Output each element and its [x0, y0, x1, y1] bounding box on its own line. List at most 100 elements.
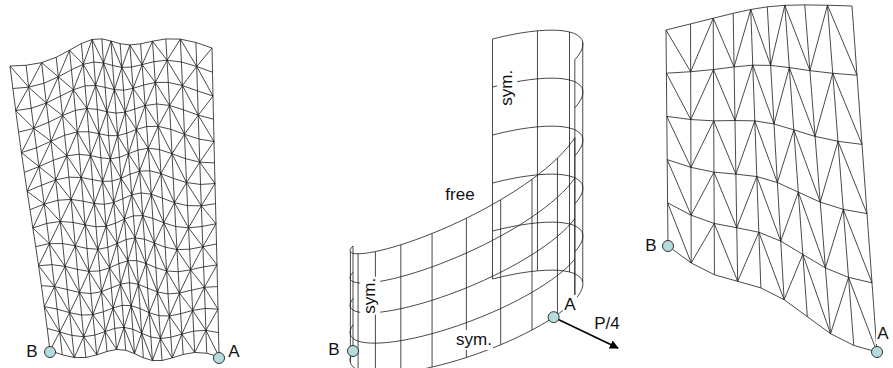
mesh-line: [771, 5, 785, 65]
node-point: [663, 241, 674, 252]
mesh-line: [114, 178, 121, 202]
mesh-line: [172, 154, 187, 183]
mesh-line: [44, 180, 55, 204]
mesh-line: [184, 115, 198, 134]
mesh-line: [113, 284, 120, 308]
mesh-line: [140, 171, 152, 194]
mesh-line: [98, 226, 106, 249]
mesh-line: [849, 277, 877, 352]
mesh-line: [180, 39, 196, 66]
mesh-line: [668, 203, 872, 283]
mesh-line: [29, 63, 42, 88]
mesh-line: [736, 121, 755, 174]
mesh-line: [201, 184, 215, 206]
mesh-line: [101, 268, 109, 292]
mesh-line: [204, 287, 218, 309]
mesh-line: [691, 70, 714, 120]
mesh-line: [781, 192, 799, 241]
mesh-line: [149, 292, 157, 313]
mesh-line: [46, 103, 62, 115]
mesh-line: [169, 293, 179, 316]
mesh-line: [148, 126, 158, 148]
mesh-line: [164, 203, 175, 223]
mesh-line: [110, 136, 117, 159]
mesh-line: [113, 308, 124, 327]
mesh-line: [155, 82, 169, 105]
mesh-line: [158, 105, 169, 126]
mesh-line: [734, 9, 751, 66]
mesh-line: [174, 203, 188, 228]
mesh-line: [74, 337, 83, 358]
mesh-line: [70, 313, 84, 337]
mesh-line: [140, 148, 149, 171]
mesh-line: [713, 70, 735, 121]
mesh-line: [98, 249, 110, 268]
mesh-line: [55, 266, 65, 286]
mesh-line: [71, 199, 85, 224]
mesh-line: [55, 287, 70, 313]
mesh-line: [60, 332, 75, 358]
boundary-label: free: [444, 185, 475, 205]
mesh-line: [138, 284, 149, 312]
mesh-line: [65, 246, 75, 267]
mesh-line: [142, 41, 152, 64]
mesh-line: [125, 88, 133, 112]
mesh-line: [79, 293, 92, 315]
node-points: [45, 241, 883, 364]
mesh-line: [667, 116, 691, 167]
mesh-line: [831, 277, 849, 333]
mesh-line: [691, 223, 714, 263]
mesh-line: [70, 50, 84, 64]
mesh-line: [666, 30, 691, 72]
mesh-line: [56, 156, 67, 180]
mesh-line: [493, 30, 583, 60]
mesh-line: [735, 65, 753, 120]
mesh-line: [184, 134, 199, 162]
point-label: B: [327, 340, 340, 360]
mesh-line: [106, 203, 114, 227]
mesh-line: [124, 195, 131, 219]
mesh-line: [142, 313, 150, 334]
mesh-line: [798, 192, 825, 268]
node-point: [45, 347, 56, 358]
mesh-line: [44, 204, 60, 221]
mesh-line: [350, 178, 575, 283]
mesh-line: [92, 39, 103, 63]
mesh-line: [738, 232, 759, 281]
mesh-line: [117, 219, 124, 243]
node-point: [548, 312, 559, 323]
mesh-line: [148, 148, 161, 173]
mesh-line: [106, 226, 117, 243]
mesh-line: [56, 180, 71, 200]
mesh-line: [174, 183, 186, 203]
mesh-line: [85, 203, 94, 224]
point-label: A: [876, 324, 889, 344]
mesh-line: [179, 293, 192, 310]
mesh-line: [172, 134, 184, 153]
mesh-line: [143, 194, 152, 215]
mesh-line: [110, 159, 121, 178]
mesh-line: [77, 108, 87, 131]
mesh-line: [182, 67, 196, 86]
mesh-line: [122, 67, 133, 88]
mesh-line: [105, 332, 116, 350]
mesh-line: [128, 238, 135, 261]
mesh-line: [182, 86, 198, 116]
mesh-line: [136, 129, 148, 148]
mesh-line: [121, 178, 132, 195]
mesh-line: [751, 9, 771, 65]
mesh-line: [204, 265, 217, 287]
mesh-line: [39, 141, 51, 166]
mesh-line: [350, 219, 575, 313]
mesh-line: [39, 266, 55, 287]
mesh-line: [201, 206, 216, 224]
mesh-line: [757, 177, 781, 242]
mesh-line: [67, 156, 81, 178]
undeformed-mesh: [350, 30, 583, 368]
mesh-line: [79, 271, 88, 292]
mesh-line: [493, 126, 583, 156]
mesh-line: [16, 111, 34, 129]
mesh-line: [751, 9, 761, 287]
mesh-line: [193, 310, 206, 330]
mesh-line: [713, 18, 734, 67]
